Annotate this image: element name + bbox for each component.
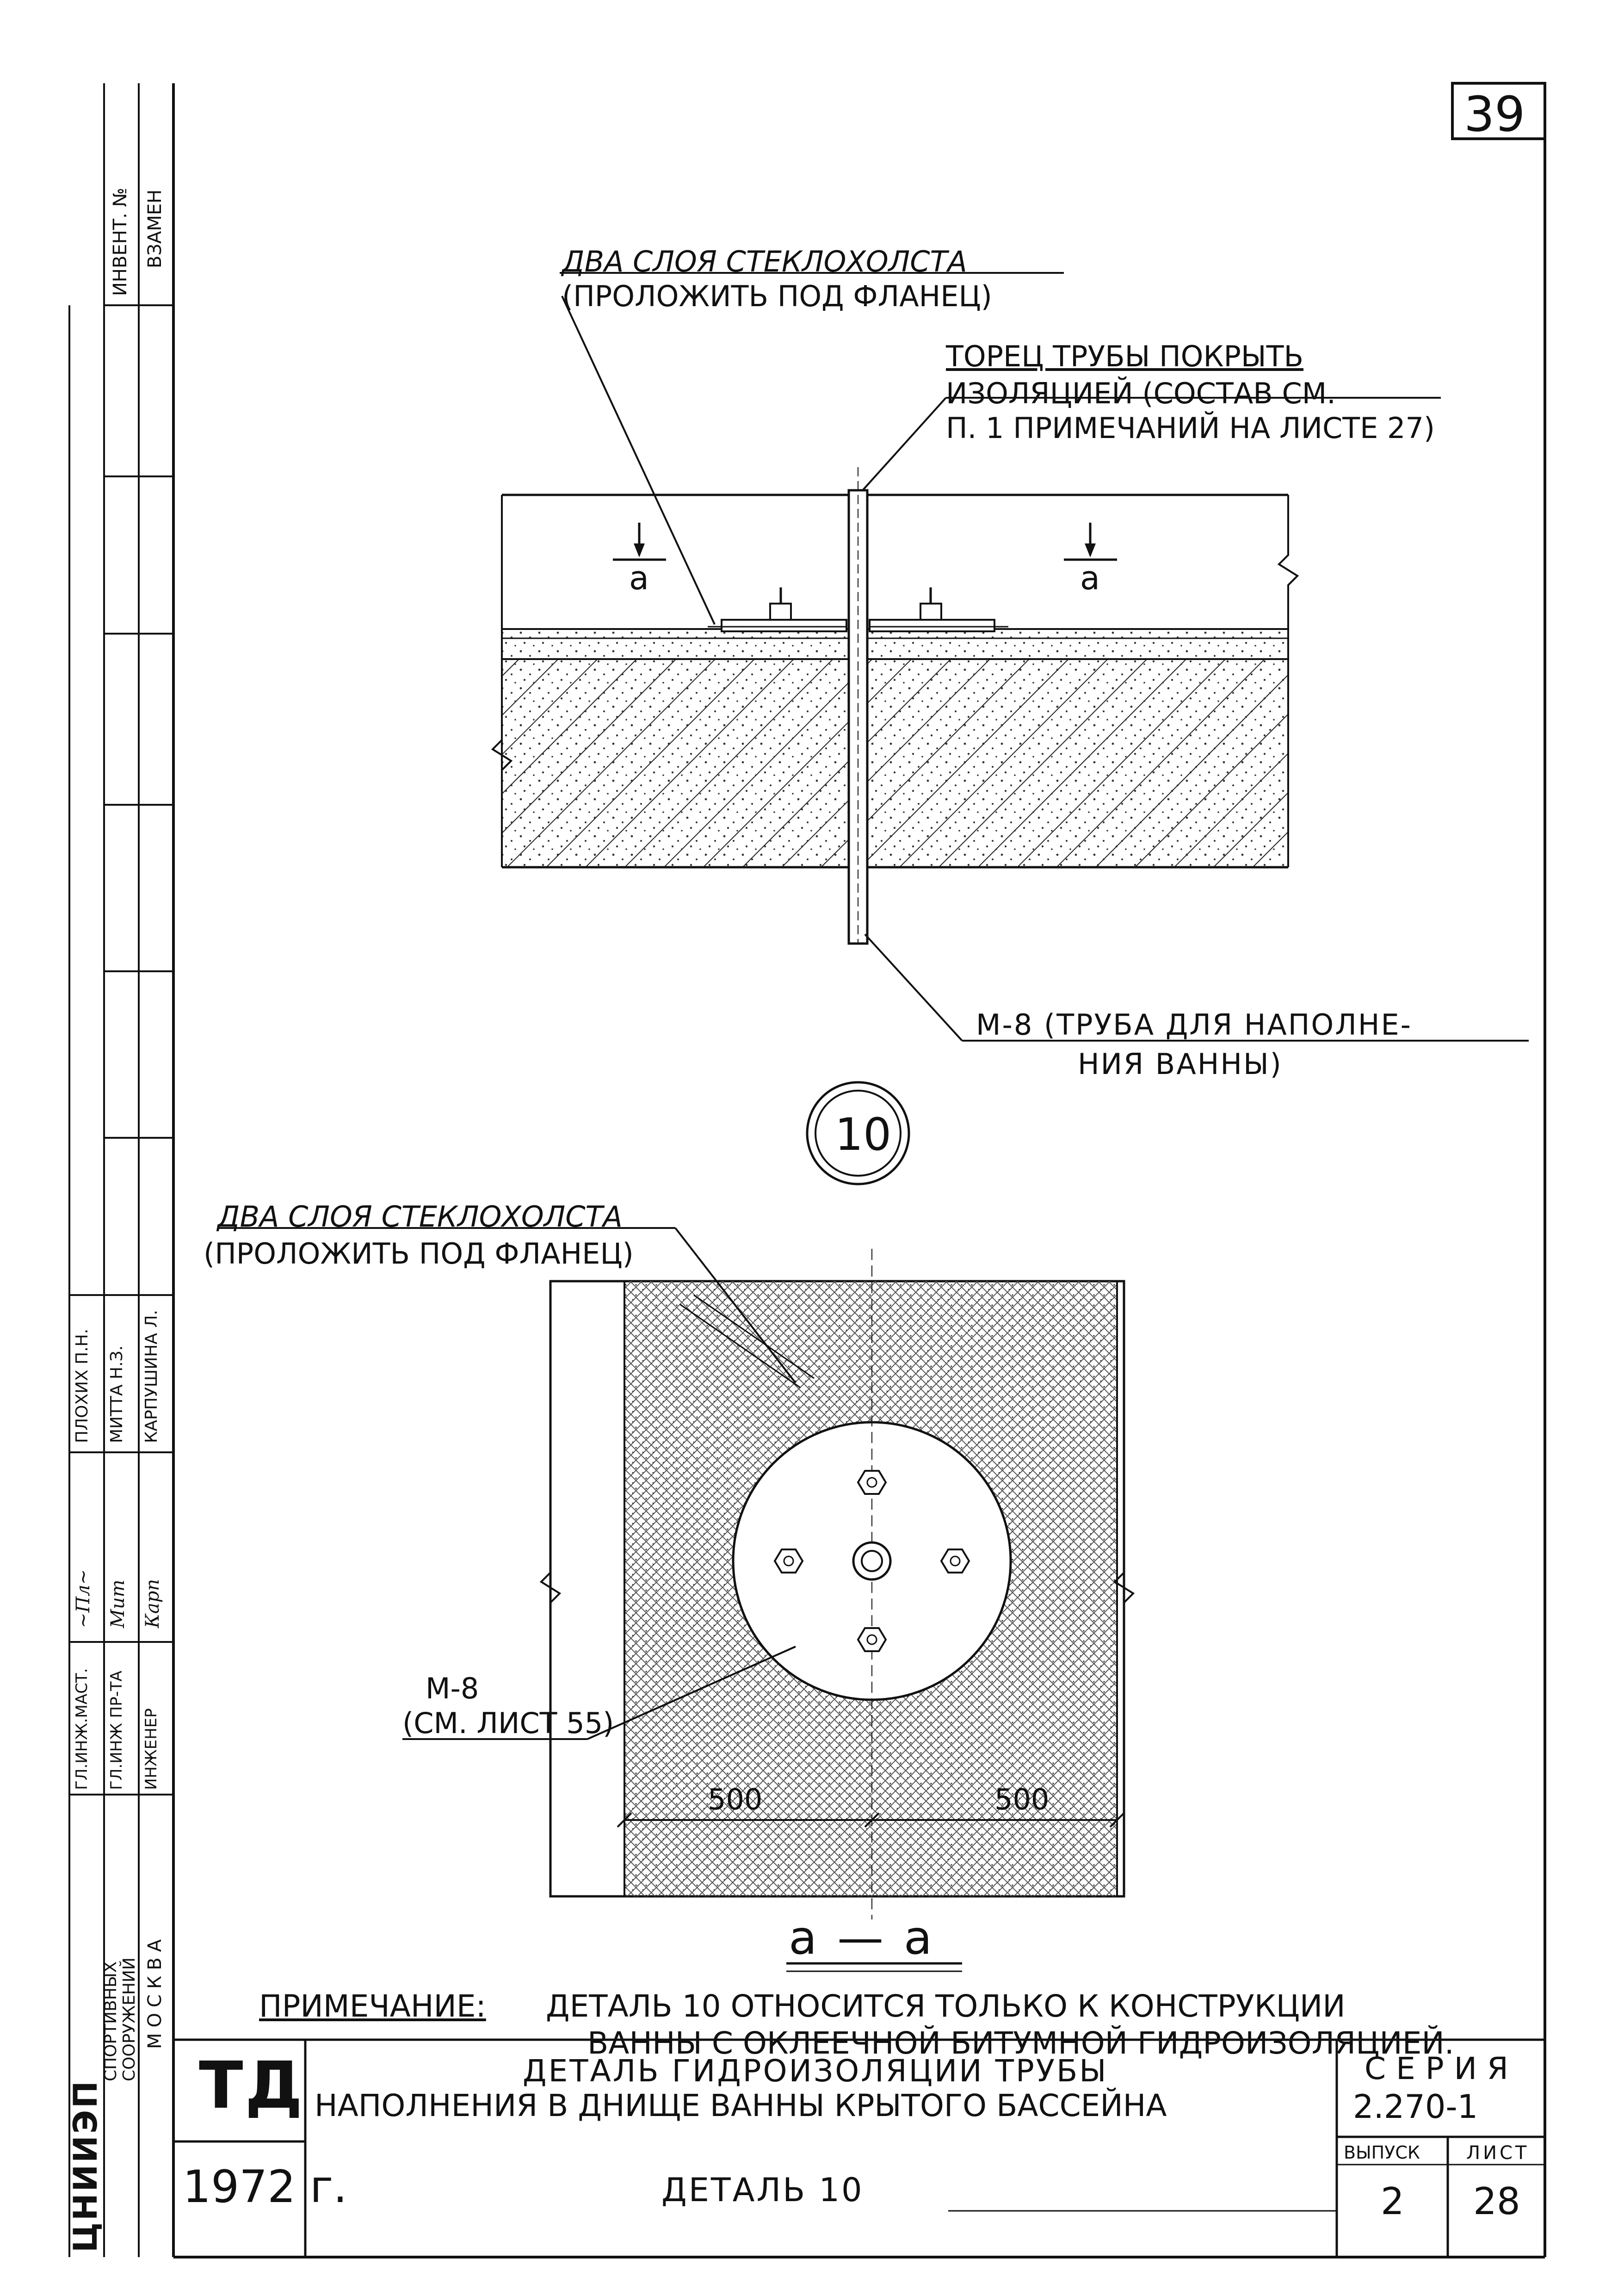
dimension-left: 500 [708,1783,763,1816]
cut-mark-right: а [1080,559,1100,597]
role-chief-engineer-masterskoy: ГЛ.ИНЖ.МАСТ. [73,1668,91,1790]
instead-label: ВЗАМЕН [144,189,166,268]
org-city: МОСКВА [144,1933,166,2049]
title-line-1: ДЕТАЛЬ ГИДРОИЗОЛЯЦИИ ТРУБЫ [523,2053,1108,2089]
issue-label: ВЫПУСК [1344,2142,1420,2163]
cut-mark-left: а [629,559,649,597]
org-line-2: СООРУЖЕНИЙ [120,1957,139,2081]
signature-1: ~Пл~ [73,1569,94,1628]
section-title: а — а [789,1911,935,1965]
title-year: 1972 г. [183,2161,347,2213]
invent-label: ИНВЕНТ. № [110,187,131,296]
sheet-label: ЛИСТ [1466,2142,1530,2164]
issue-value: 2 [1381,2180,1404,2223]
plan-glass-label-line1: ДВА СЛОЯ СТЕКЛОХОЛСТА [217,1200,623,1234]
role-chief-engineer-project: ГЛ.ИНЖ ПР-ТА [107,1671,126,1790]
side-stamp-frame [68,83,173,2257]
title-line-2: НАПОЛНЕНИЯ В ДНИЩЕ ВАННЫ КРЫТОГО БАССЕЙН… [315,2088,1167,2123]
org-logo: ЦНИИЭП [67,2079,105,2252]
sheet-frame [172,82,1546,2258]
section-glass-label-line1: ДВА СЛОЯ СТЕКЛОХОЛСТА [562,245,967,278]
series-value: 2.270-1 [1353,2088,1478,2126]
title-subtitle: ДЕТАЛЬ 10 [661,2171,864,2209]
pipe-label-line2: НИЯ ВАННЫ) [1078,1047,1283,1081]
dimension-right: 500 [994,1783,1050,1816]
pipe-end-label-line2: ИЗОЛЯЦИЕЙ (СОСТАВ СМ. [946,376,1336,410]
sheet-value: 28 [1473,2180,1520,2223]
plan-m8-label-line2: (СМ. ЛИСТ 55) [402,1706,614,1740]
detail-number: 10 [835,1109,892,1160]
plan-glass-label-line2: (ПРОЛОЖИТЬ ПОД ФЛАНЕЦ) [204,1237,634,1271]
signature-2: Мит [107,1580,129,1628]
pipe-end-label-line3: П. 1 ПРИМЕЧАНИЙ НА ЛИСТЕ 27) [946,411,1435,445]
name-karpushina: КАРПУШИНА Л. [142,1310,161,1443]
pipe-end-label-line1: ТОРЕЦ ТРУБЫ ПОКРЫТЬ [946,339,1304,373]
pipe-label-line1: М-8 (ТРУБА ДЛЯ НАПОЛНЕ- [976,1008,1412,1042]
plan-view-drawing [217,1227,1135,1972]
title-logo: ТД [199,2048,305,2123]
note-label: ПРИМЕЧАНИЕ: [259,1988,486,2024]
name-plokhikh: ПЛОХИХ П.Н. [73,1328,92,1443]
role-engineer: ИНЖЕНЕР [142,1708,161,1790]
note-line-1: ДЕТАЛЬ 10 ОТНОСИТСЯ ТОЛЬКО К КОНСТРУКЦИИ [546,1988,1346,2024]
section-view-drawing [491,272,1529,1185]
name-mitta: МИТТА Н.З. [107,1345,126,1443]
note-line-2: ВАННЫ С ОКЛЕЕЧНОЙ БИТУМНОЙ ГИДРОИЗОЛЯЦИЕ… [587,2025,1454,2061]
title-block-frame [173,2038,1545,2257]
series-label: СЕРИЯ [1365,2051,1519,2086]
plan-m8-label-line1: М-8 [426,1672,479,1705]
section-glass-label-line2: (ПРОЛОЖИТЬ ПОД ФЛАНЕЦ) [562,279,992,313]
org-line-1: СПОРТИВНЫХ [101,1961,120,2081]
sheet-number: 39 [1464,86,1525,142]
signature-3: Карп [142,1579,163,1628]
